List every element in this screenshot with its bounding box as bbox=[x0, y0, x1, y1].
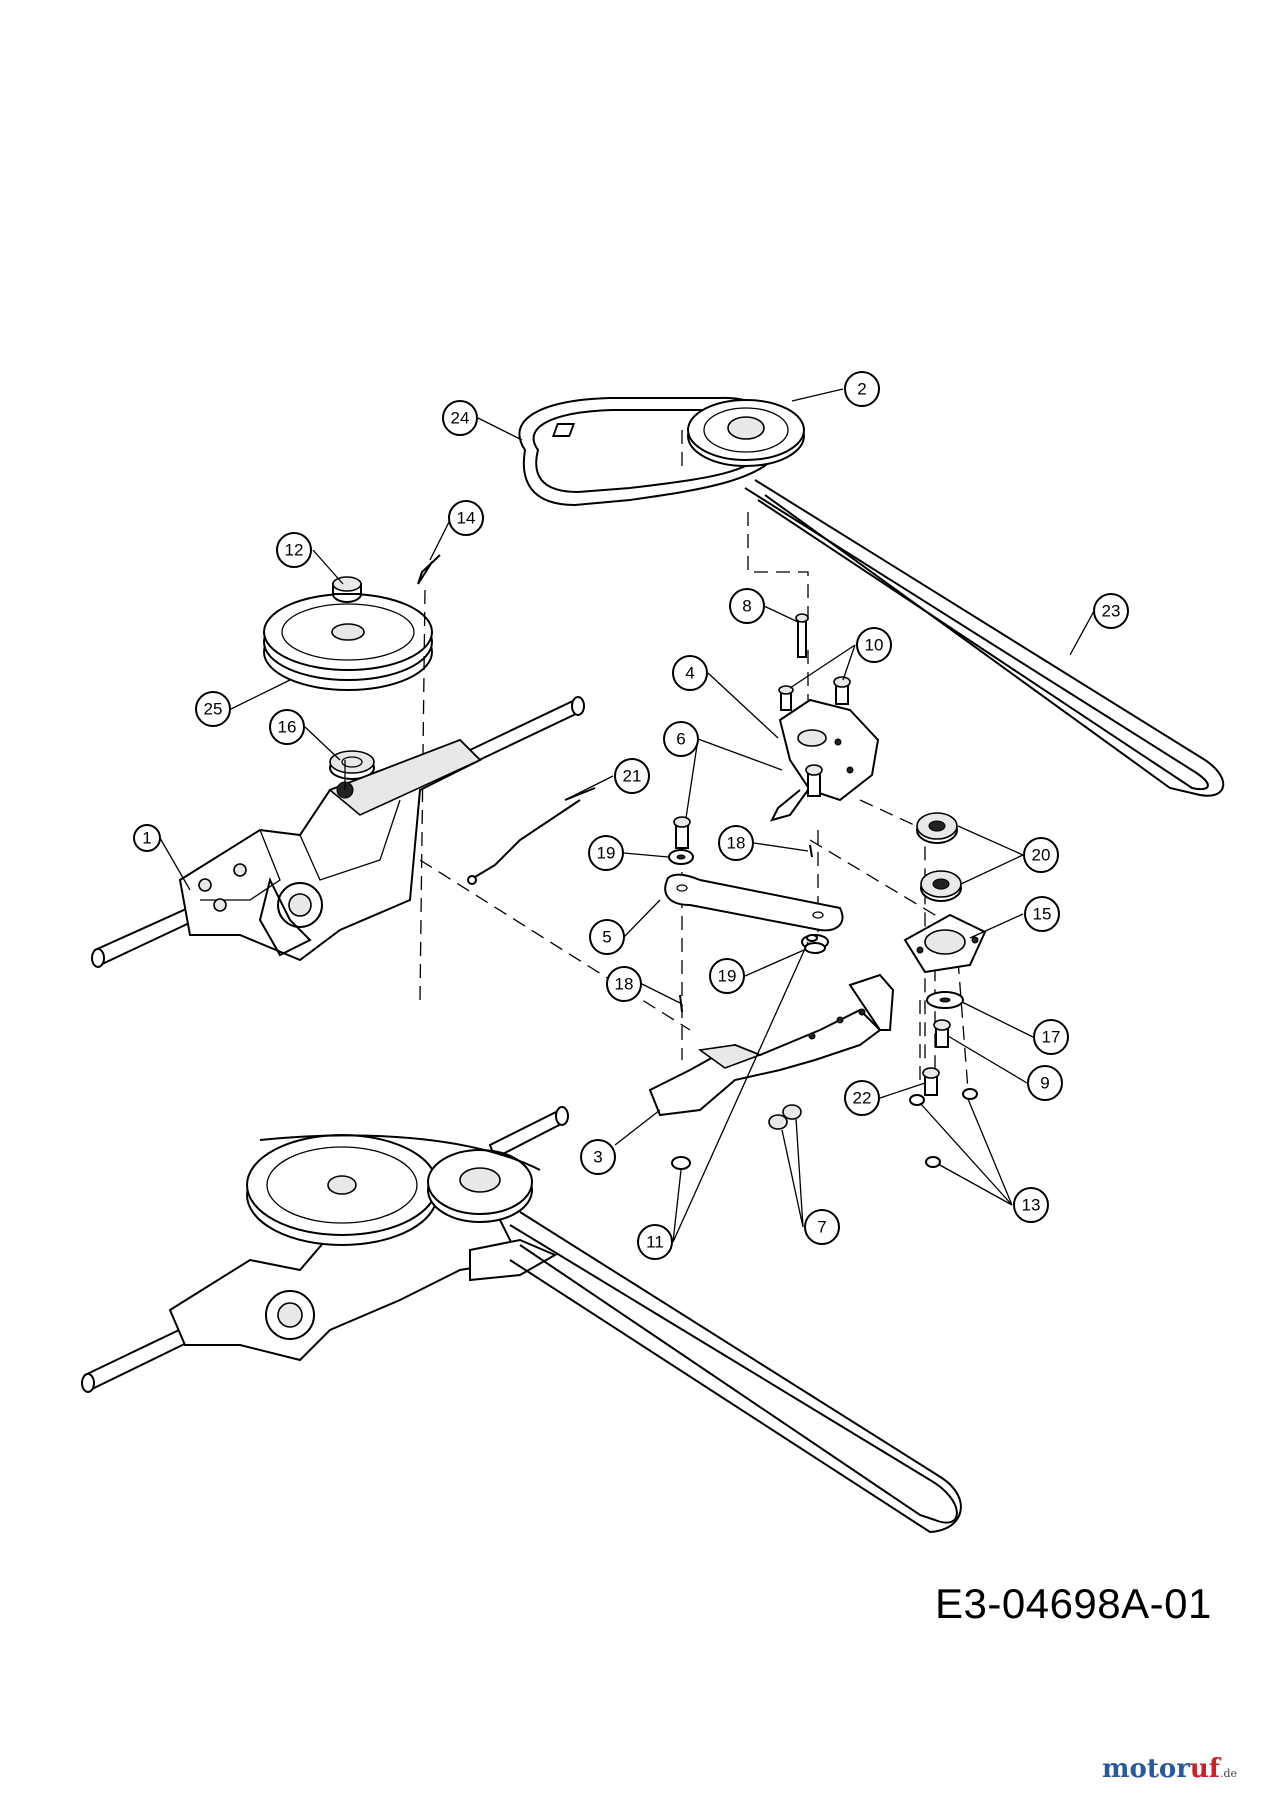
callout-14: 14 bbox=[457, 509, 476, 528]
nut-11 bbox=[671, 934, 818, 1170]
callout-5: 5 bbox=[602, 928, 611, 947]
callout-15: 15 bbox=[1033, 905, 1052, 924]
callout-19b: 19 bbox=[718, 967, 737, 986]
callout-13: 13 bbox=[1022, 1196, 1041, 1215]
bolt-9 bbox=[933, 1019, 951, 1048]
brand-part-2: uf bbox=[1189, 1754, 1220, 1784]
callout-12: 12 bbox=[285, 541, 304, 560]
transmission-1 bbox=[91, 696, 585, 968]
pin-18 bbox=[679, 844, 813, 1013]
washer-17 bbox=[926, 991, 964, 1009]
pulley-25 bbox=[263, 593, 433, 691]
bracket-4 bbox=[770, 698, 880, 822]
callout-1: 1 bbox=[142, 829, 151, 848]
brand-watermark[interactable]: motoruf.de bbox=[1102, 1754, 1237, 1784]
callout-9: 9 bbox=[1040, 1074, 1049, 1093]
nuts-7 bbox=[768, 1104, 802, 1130]
callout-6: 6 bbox=[676, 730, 685, 749]
callout-18a: 18 bbox=[727, 834, 746, 853]
nuts-13 bbox=[909, 1088, 978, 1168]
callout-23: 23 bbox=[1102, 602, 1121, 621]
hairpin-14 bbox=[417, 554, 441, 1001]
callout-11: 11 bbox=[646, 1233, 664, 1252]
nut-12 bbox=[332, 576, 362, 603]
transmission-lower bbox=[81, 1106, 569, 1393]
belt-lower bbox=[509, 1211, 962, 1534]
callout-18b: 18 bbox=[615, 975, 634, 994]
rod-21 bbox=[467, 787, 596, 885]
belt-23 bbox=[744, 479, 1225, 797]
bracket-3 bbox=[648, 973, 895, 1117]
document-code: E3-04698A-01 bbox=[935, 1580, 1212, 1627]
bolt-6 bbox=[673, 764, 823, 849]
bushing-16 bbox=[329, 750, 375, 780]
bearings-20 bbox=[916, 812, 962, 902]
callout-circle-1 bbox=[133, 824, 161, 852]
callout-10: 10 bbox=[865, 636, 884, 655]
callout-2: 2 bbox=[857, 380, 866, 399]
callout-20: 20 bbox=[1032, 846, 1051, 865]
callout-19a: 19 bbox=[597, 844, 616, 863]
callout-21: 21 bbox=[623, 767, 642, 786]
brand-suffix: .de bbox=[1220, 1767, 1238, 1780]
callout-7: 7 bbox=[817, 1218, 826, 1237]
housing-15 bbox=[903, 913, 987, 974]
callout-4: 4 bbox=[685, 664, 694, 683]
callout-3: 3 bbox=[593, 1148, 602, 1167]
arm-5 bbox=[664, 873, 844, 932]
callout-8: 8 bbox=[742, 597, 751, 616]
pin-8 bbox=[795, 613, 809, 658]
callout-16: 16 bbox=[278, 718, 297, 737]
callouts: 1 2 3 4 5 6 7 8 9 10 bbox=[133, 371, 1129, 1260]
callout-25: 25 bbox=[204, 700, 223, 719]
callout-24: 24 bbox=[451, 409, 470, 428]
brand-part-1: motor bbox=[1102, 1754, 1190, 1784]
pulley-2 bbox=[551, 399, 805, 467]
callout-17: 17 bbox=[1042, 1028, 1061, 1047]
bolts-10 bbox=[778, 676, 851, 711]
callout-22: 22 bbox=[853, 1089, 872, 1108]
bolt-22 bbox=[922, 1067, 940, 1096]
